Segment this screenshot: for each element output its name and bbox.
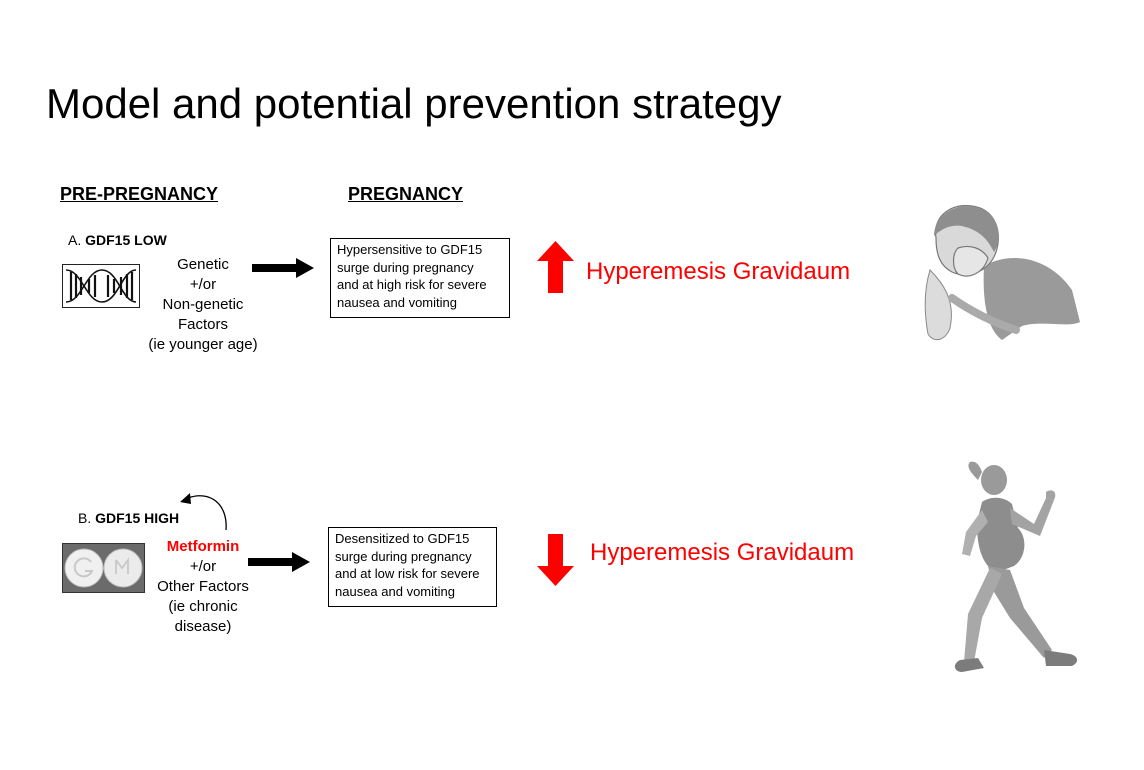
row-b-outcome-box: Desensitized to GDF15 surge during pregn… bbox=[328, 527, 497, 607]
row-a-gdf15-label: GDF15 LOW bbox=[85, 232, 167, 248]
row-a-label: A. GDF15 LOW bbox=[68, 232, 167, 248]
row-b-prefix: B. bbox=[78, 510, 92, 526]
row-a-outcome-label: Hyperemesis Gravidaum bbox=[586, 258, 851, 285]
arrow-up-icon bbox=[537, 241, 574, 293]
box-line: and at low risk for severe bbox=[335, 566, 480, 581]
row-b-label: B. GDF15 HIGH bbox=[78, 510, 179, 526]
box-line: nausea and vomiting bbox=[335, 583, 455, 599]
factor-line: disease) bbox=[174, 618, 232, 635]
factor-line: +/or bbox=[189, 558, 217, 575]
box-line: and at high risk for severe bbox=[337, 277, 487, 292]
row-a-outcome-box: Hypersensitive to GDF15 surge during pre… bbox=[330, 238, 510, 318]
box-line: surge during pregnancy bbox=[335, 548, 472, 564]
box-line: nausea and vomiting bbox=[337, 294, 457, 310]
dna-icon bbox=[62, 264, 140, 308]
factor-line: (ie younger age) bbox=[148, 336, 258, 353]
box-line: Hypersensitive to GDF15 bbox=[337, 242, 483, 257]
metformin-label: Metformin bbox=[166, 538, 240, 555]
pregnancy-header: PREGNANCY bbox=[348, 184, 464, 204]
row-a-prefix: A. bbox=[68, 232, 82, 248]
row-b-factors: Metformin +/or Other Factors (ie chronic… bbox=[138, 537, 268, 637]
walking-pregnant-woman-icon bbox=[954, 461, 1078, 672]
pill-icon bbox=[62, 543, 145, 593]
factor-line: (ie chronic bbox=[168, 598, 238, 615]
arrow-down-icon bbox=[537, 534, 574, 586]
factor-line: Genetic bbox=[177, 256, 229, 273]
page-title: Model and potential prevention strategy bbox=[46, 80, 782, 127]
factor-line: +/or bbox=[189, 276, 217, 293]
arrow-right-icon bbox=[248, 552, 310, 572]
row-b-outcome-label: Hyperemesis Gravidaum bbox=[590, 539, 855, 566]
arrow-right-icon bbox=[252, 258, 314, 278]
factor-line: Other Factors bbox=[157, 578, 249, 595]
box-line: surge during pregnancy bbox=[337, 259, 474, 275]
pre-pregnancy-header: PRE-PREGNANCY bbox=[60, 184, 219, 204]
box-line: Desensitized to GDF15 bbox=[335, 531, 470, 546]
nauseous-woman-icon bbox=[924, 204, 1080, 341]
row-b-gdf15-label: GDF15 HIGH bbox=[95, 510, 180, 526]
factor-line: Factors bbox=[177, 316, 228, 333]
factor-line: Non-genetic bbox=[162, 296, 244, 313]
row-a-factors: Genetic +/or Non-genetic Factors (ie you… bbox=[140, 255, 266, 355]
curved-arrow-icon bbox=[180, 493, 227, 530]
